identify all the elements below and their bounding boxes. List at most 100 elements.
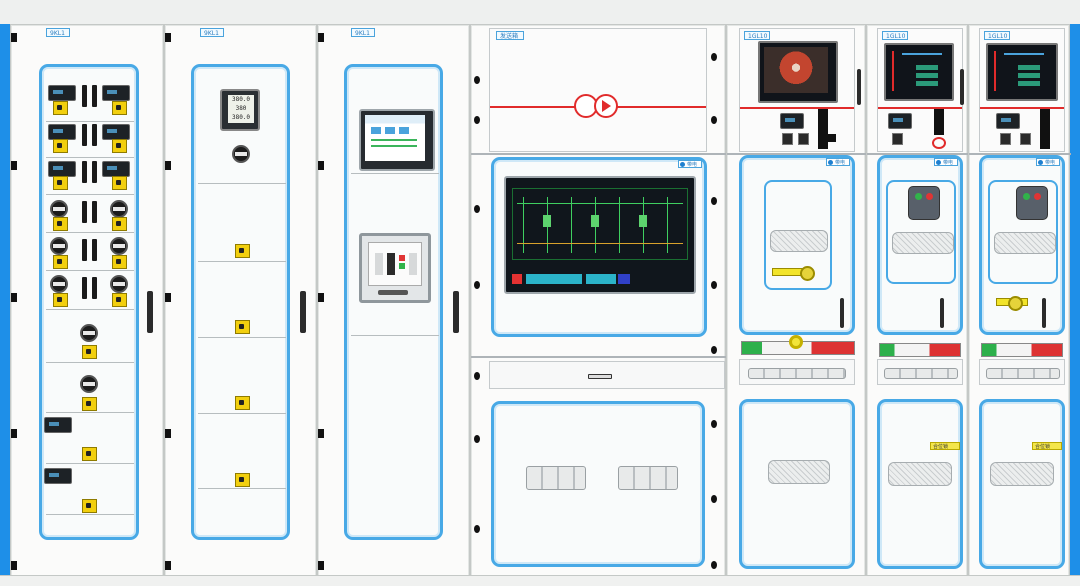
cabinet-door[interactable]: 380.0 380 380.0 (191, 64, 290, 540)
air-circuit-breaker[interactable] (359, 233, 431, 303)
switch-lever[interactable] (82, 277, 87, 299)
cabinet-door[interactable] (491, 401, 705, 567)
meter-display (888, 113, 912, 129)
cabinet-tag: 1GL10 (984, 31, 1010, 40)
cabinet-tag: 9KL1 (46, 28, 70, 37)
switch-lever[interactable] (92, 85, 97, 107)
meter-display (996, 113, 1020, 129)
door-handle[interactable] (1042, 298, 1046, 328)
switch-lever[interactable] (82, 124, 87, 146)
yellow-indicator (112, 176, 127, 190)
vent-grille (768, 460, 830, 484)
switch[interactable] (892, 133, 903, 145)
door-handle[interactable] (840, 298, 844, 328)
camera-screen[interactable] (758, 41, 838, 103)
switch[interactable] (782, 133, 793, 145)
monitoring-screen[interactable] (504, 176, 696, 294)
left-end-panel (0, 24, 10, 586)
middle-drawer[interactable] (877, 359, 963, 385)
badge-energized: 带电 (934, 158, 958, 166)
rotary-switch[interactable] (110, 275, 128, 293)
meter-display (48, 85, 76, 101)
status-strip (739, 335, 855, 355)
cabinet-door[interactable]: 合位锁 (877, 399, 963, 569)
hinge (11, 561, 17, 570)
meter-display (102, 161, 130, 177)
yellow-indicator (112, 101, 127, 115)
rotary-switch[interactable] (50, 200, 68, 218)
cabinet-door[interactable] (39, 64, 139, 540)
cabinet-door[interactable] (344, 64, 443, 540)
cabinet-5: 1GL10 带电 (726, 24, 867, 586)
cabinet-door[interactable] (739, 399, 855, 569)
vent-grille (990, 462, 1054, 486)
cabinet-door[interactable]: 合位锁 (979, 399, 1065, 569)
switch-lever[interactable] (92, 161, 97, 183)
control-unit[interactable] (1016, 186, 1048, 220)
switch-lever[interactable] (92, 239, 97, 261)
inner-window (764, 180, 832, 290)
switch-lever[interactable] (82, 201, 87, 223)
cabinet-1: 9KL1 (10, 24, 164, 586)
hinge (11, 161, 17, 170)
cabinet-door[interactable]: 带电 (979, 155, 1065, 335)
door-handle[interactable] (453, 291, 459, 333)
touch-screen[interactable] (359, 109, 435, 171)
switch[interactable] (798, 133, 809, 145)
yellow-indicator (112, 293, 127, 307)
switch-lever[interactable] (82, 239, 87, 261)
rotary-switch[interactable] (50, 275, 68, 293)
badge-energized: 带电 (1036, 158, 1060, 166)
cabinet-tag: 发送箱 (496, 31, 524, 40)
vent-grille (618, 466, 678, 490)
door-handle[interactable] (147, 291, 153, 333)
badge-energized: 带电 (678, 160, 702, 168)
yellow-indicator (112, 139, 127, 153)
cabinet-6: 1GL10 带电 (857, 24, 969, 586)
switch-lever[interactable] (82, 85, 87, 107)
rotary-switch[interactable] (232, 145, 250, 163)
rotary-switch[interactable] (50, 237, 68, 255)
key-lock[interactable] (1008, 296, 1023, 311)
yellow-indicator (112, 255, 127, 269)
control-unit[interactable] (908, 186, 940, 220)
meter-display (48, 124, 76, 140)
status-screen[interactable] (884, 43, 954, 101)
switch[interactable] (1000, 133, 1011, 145)
cabinet-door[interactable]: 带电 (877, 155, 963, 335)
meter-display (44, 417, 72, 433)
yellow-indicator (235, 396, 250, 410)
status-screen[interactable] (986, 43, 1058, 101)
meter-reading-1: 380.0 (231, 96, 251, 103)
vent-grille (888, 462, 952, 486)
rotary-switch[interactable] (80, 324, 98, 342)
rotary-switch[interactable] (110, 200, 128, 218)
cabinet-tag: 9KL1 (200, 28, 224, 37)
door-handle[interactable] (940, 298, 944, 328)
switch-lever[interactable] (92, 277, 97, 299)
meter-display (780, 113, 804, 129)
yellow-indicator (53, 101, 68, 115)
middle-drawer[interactable] (739, 359, 855, 385)
key-lock[interactable] (800, 266, 815, 281)
yellow-indicator (82, 447, 97, 461)
meter-reading-3: 380.0 (231, 114, 251, 121)
switch-lever[interactable] (92, 124, 97, 146)
switch-lever[interactable] (92, 201, 97, 223)
rotary-switch[interactable] (110, 237, 128, 255)
inner-window (988, 180, 1058, 284)
top-compartment: 1GL10 (739, 28, 855, 152)
switch[interactable] (1020, 133, 1031, 145)
middle-drawer[interactable] (489, 361, 725, 389)
door-handle[interactable] (300, 291, 306, 333)
hinge (11, 33, 17, 42)
lock-sticker: 合位锁 (930, 442, 960, 450)
switch-lever[interactable] (82, 161, 87, 183)
cabinet-4: 发送箱 带电 (470, 24, 727, 586)
cabinet-door[interactable]: 带电 (739, 155, 855, 335)
middle-drawer[interactable] (979, 359, 1065, 385)
drawer-handle[interactable] (588, 374, 612, 379)
meter-reading-2: 380 (235, 105, 247, 112)
cabinet-door[interactable]: 带电 (491, 157, 707, 337)
rotary-switch[interactable] (80, 375, 98, 393)
